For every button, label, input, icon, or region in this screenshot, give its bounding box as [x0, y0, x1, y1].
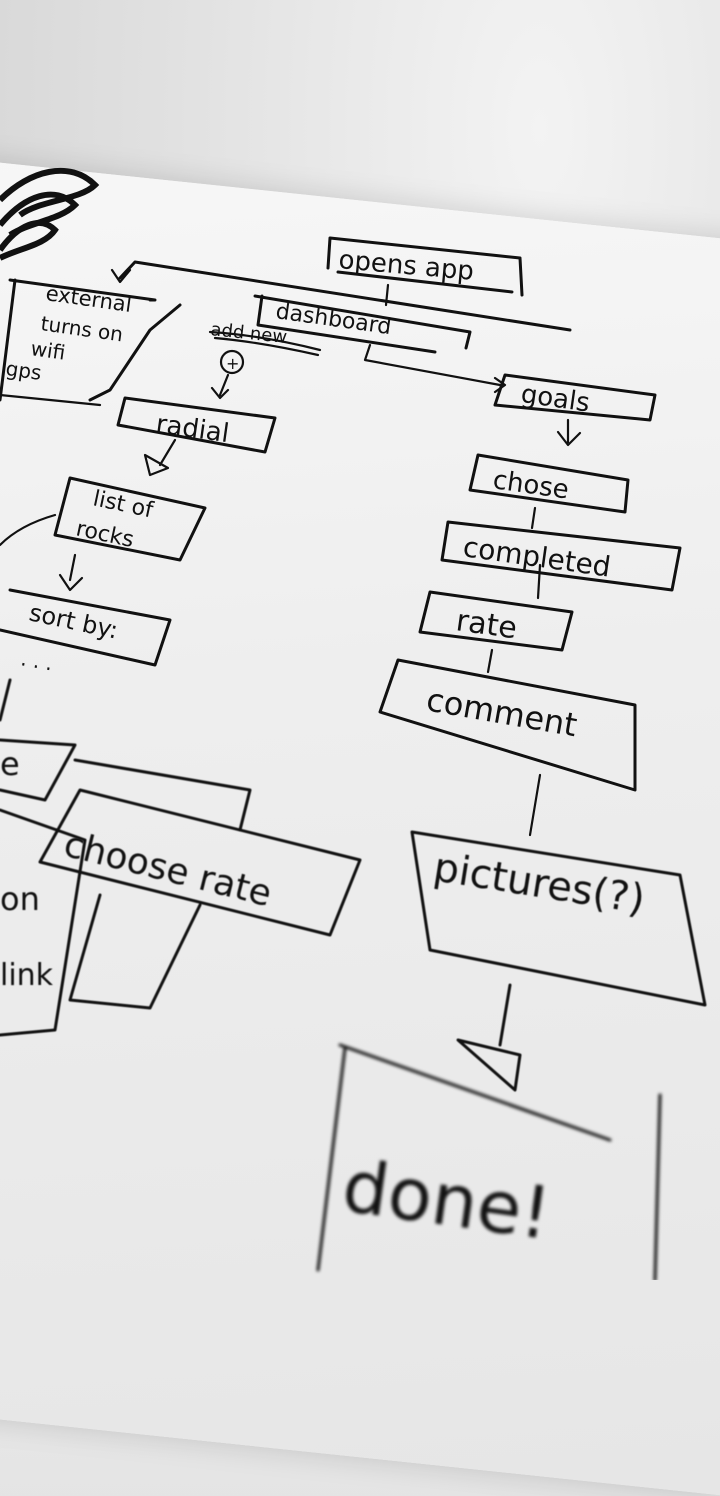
list-of-label: list of [91, 486, 157, 523]
dashboard-label: dashboard [274, 299, 393, 340]
flowchart-sketch: opens app external turns on wifi gps das… [0, 167, 707, 1280]
node-opens-app: opens app [326, 236, 524, 307]
node-rate: rate [418, 590, 574, 674]
done-label: done! [338, 1144, 556, 1256]
node-radial: radial [116, 396, 277, 477]
top-branch-line [118, 260, 572, 332]
choose-rate-label: choose rate [60, 824, 276, 915]
node-goals: goals [493, 373, 657, 447]
rate-label: rate [454, 603, 519, 646]
external-label: external [44, 281, 133, 317]
node-sort-by: sort by: . . . [0, 588, 172, 675]
sort-by-label: sort by: [27, 598, 121, 644]
spiral-binding [0, 167, 100, 261]
gps-label: gps [4, 356, 43, 385]
node-completed: completed [440, 520, 682, 600]
partial-on-label: on [0, 880, 40, 918]
node-done: done! [316, 1043, 662, 1280]
node-comment: comment [378, 658, 637, 837]
node-external: external turns on wifi gps [0, 278, 182, 407]
ellipsis-label: . . . [19, 646, 54, 675]
partial-e-label: e [0, 745, 20, 783]
node-list-of-rocks: list of rocks [0, 476, 207, 592]
arrow-head-left [110, 268, 132, 284]
node-pictures: pictures(?) [410, 830, 707, 1092]
rocks-label: rocks [74, 516, 136, 553]
node-choose-rate: choose rate [38, 758, 362, 1010]
radial-label: radial [154, 409, 231, 449]
partial-link-label: link [0, 958, 54, 993]
plus-circle [219, 349, 245, 375]
wifi-label: wifi [29, 336, 67, 365]
plus-label: + [226, 354, 239, 373]
chose-label: chose [491, 465, 571, 505]
pictures-label: pictures(?) [430, 844, 648, 923]
node-chose: chose [468, 453, 630, 530]
left-partial-nodes: e on link [0, 678, 87, 1037]
